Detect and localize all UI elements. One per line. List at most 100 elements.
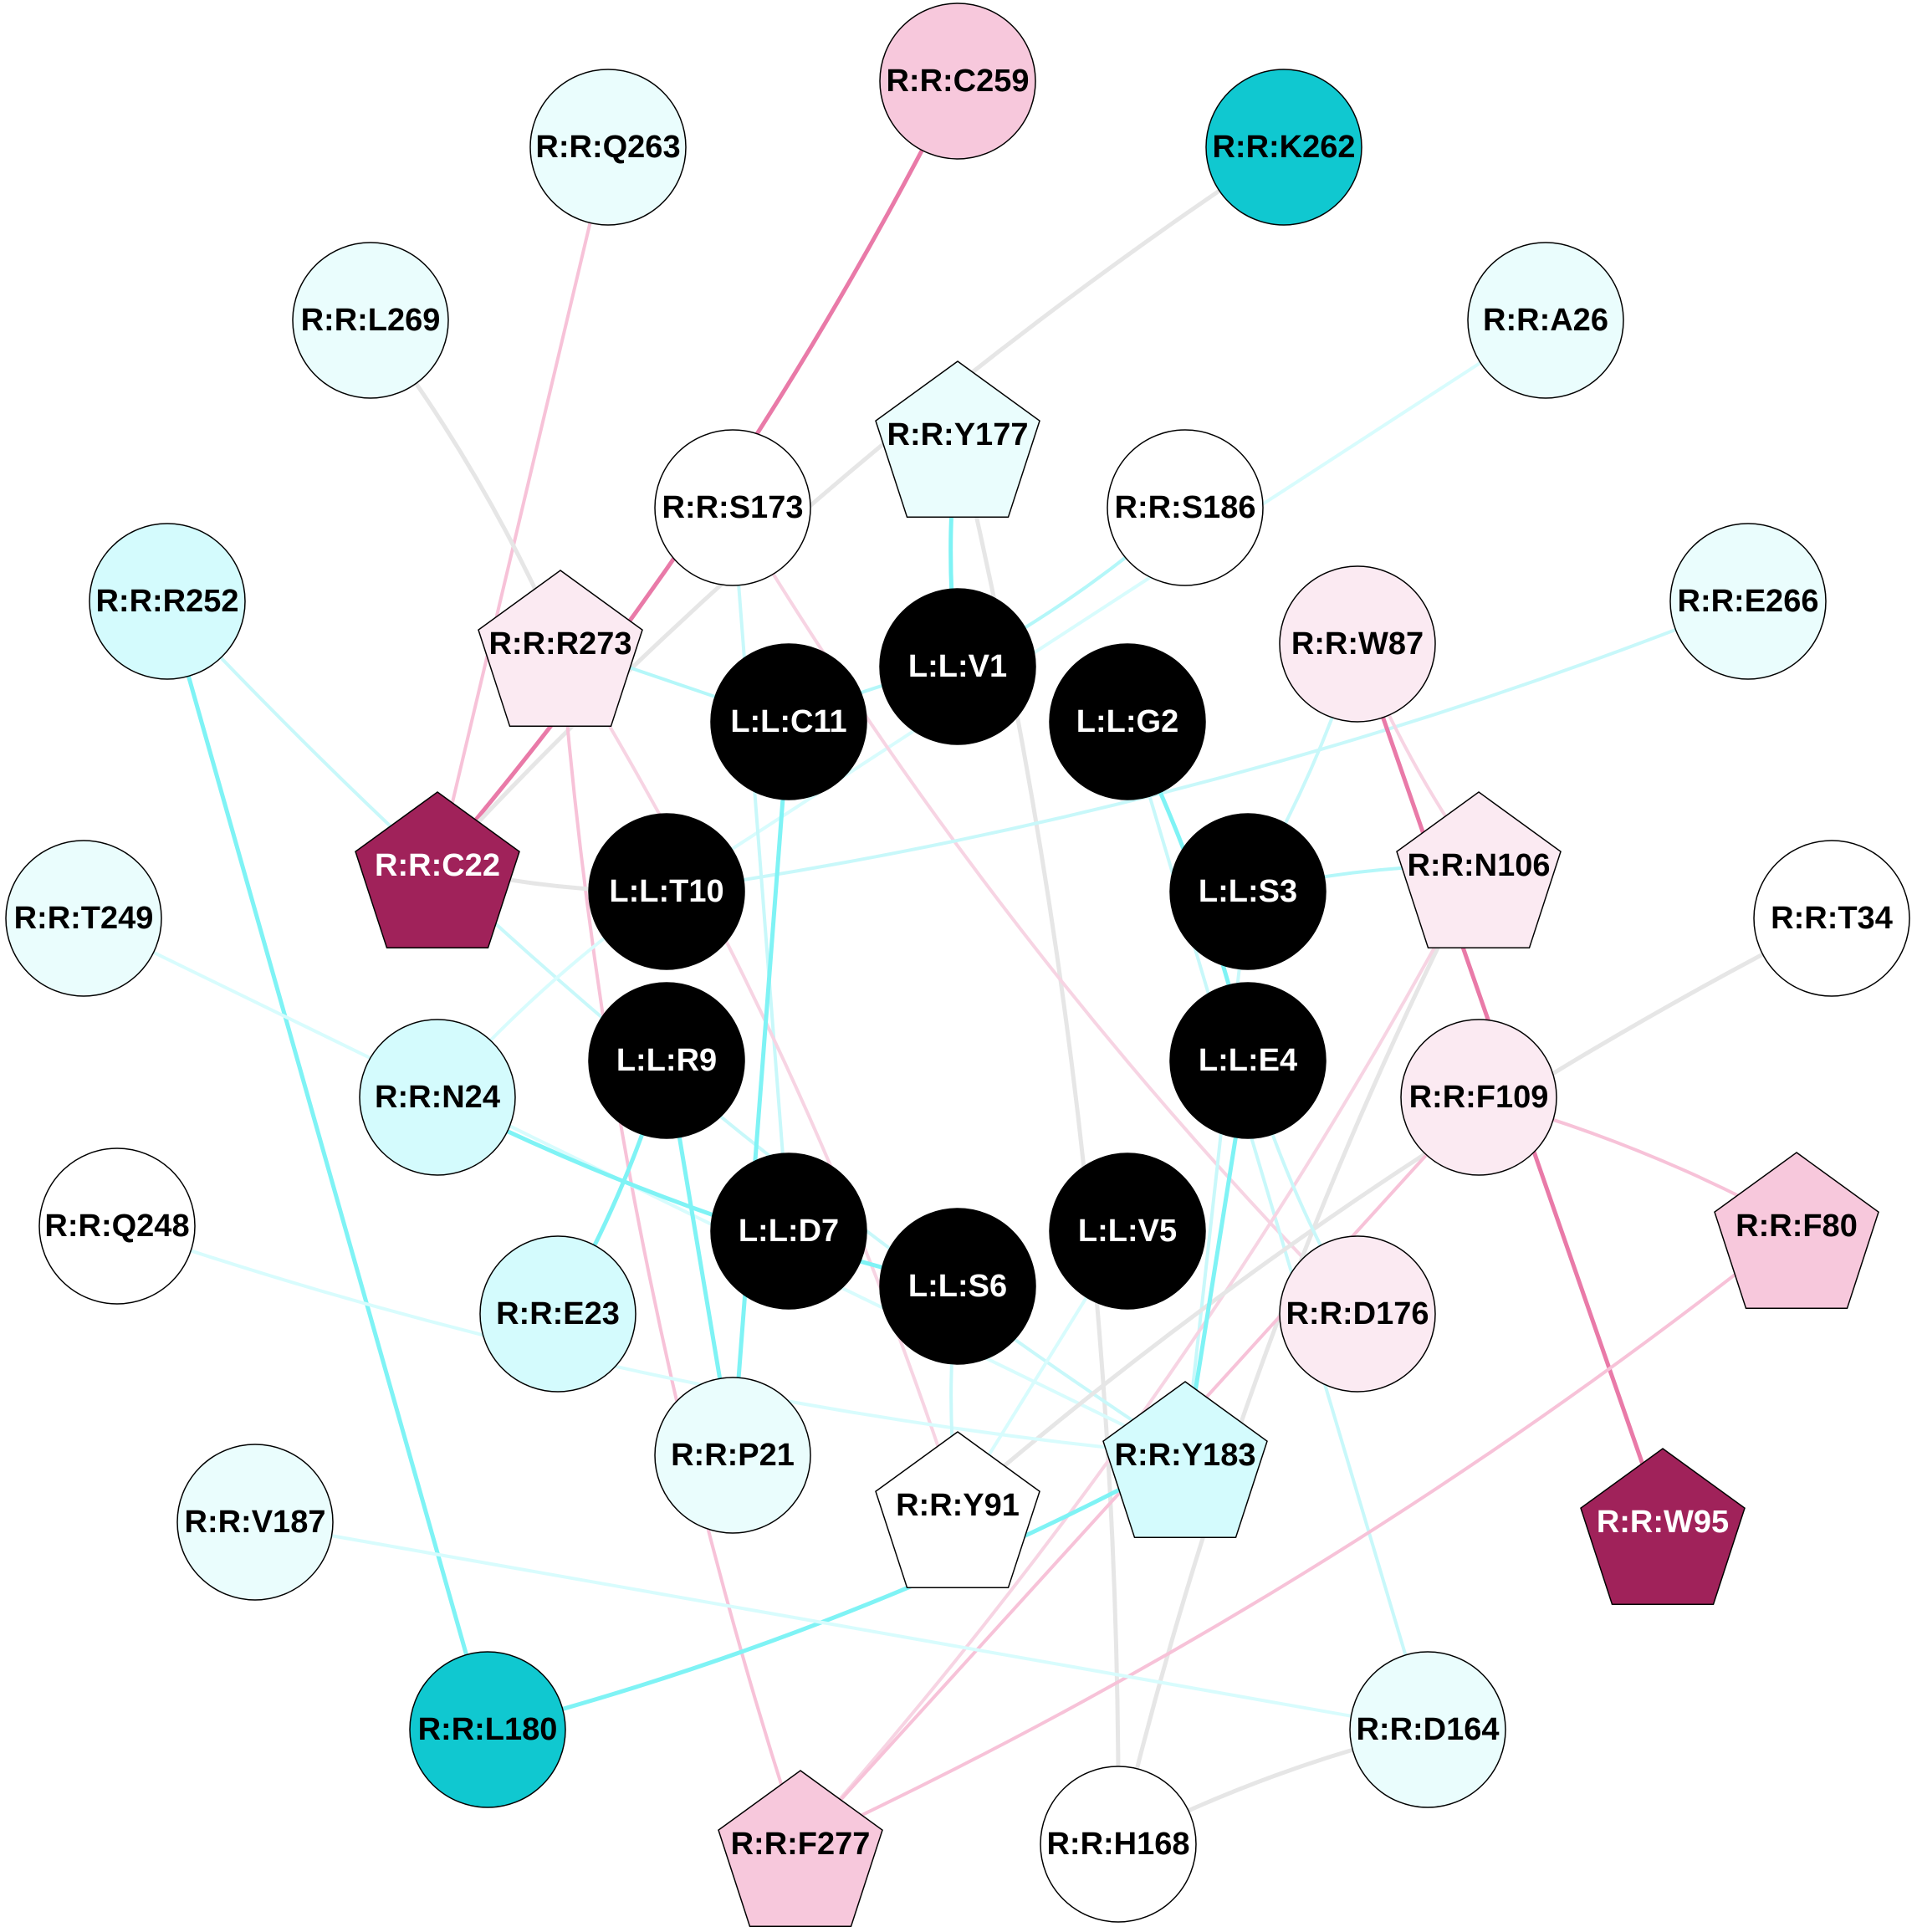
edge-N106-H168 <box>1116 863 1481 1847</box>
node-r252-circle <box>89 523 246 680</box>
node-c22-pentagon <box>355 791 520 949</box>
edge-Q263-C22 <box>436 146 610 867</box>
node-f80-label: R:R:F80 <box>1736 1209 1858 1244</box>
edge-S173-D176 <box>731 506 1359 1316</box>
node-c11: L:L:C11 <box>710 643 867 800</box>
node-g2-circle <box>1049 643 1206 800</box>
node-y177-pentagon <box>875 360 1040 519</box>
node-s186: R:R:S186 <box>1107 429 1264 586</box>
node-s186-circle <box>1107 429 1264 586</box>
node-l269: R:R:L269 <box>292 242 449 399</box>
node-l269-circle <box>292 242 449 399</box>
node-n106-pentagon <box>1396 791 1562 949</box>
node-s3-label: L:L:S3 <box>1199 874 1297 909</box>
node-v5-circle <box>1049 1153 1206 1310</box>
node-f80: R:R:F80 <box>1714 1152 1879 1310</box>
node-l180-label: R:R:L180 <box>418 1712 558 1747</box>
node-y183-pentagon <box>1102 1381 1268 1539</box>
node-t34-label: R:R:T34 <box>1771 901 1893 936</box>
node-q248: R:R:Q248 <box>38 1147 196 1305</box>
node-l269-label: R:R:L269 <box>301 303 441 338</box>
node-d164-circle <box>1349 1651 1506 1808</box>
node-r273: R:R:R273 <box>478 570 643 728</box>
node-k262-label: R:R:K262 <box>1212 130 1355 165</box>
node-s173: R:R:S173 <box>654 429 811 586</box>
node-k262: R:R:K262 <box>1205 69 1362 226</box>
edge-A26-T10 <box>665 319 1547 893</box>
node-w87-label: R:R:W87 <box>1291 626 1424 662</box>
node-r252: R:R:R252 <box>89 523 246 680</box>
node-f277-pentagon <box>718 1770 883 1928</box>
node-q263-circle <box>529 69 687 226</box>
node-g2-label: L:L:G2 <box>1076 704 1178 739</box>
edge-G2-D164 <box>1126 720 1429 1731</box>
node-y91: R:R:Y91 <box>875 1431 1040 1589</box>
edge-R273-F277 <box>559 642 802 1846</box>
node-s173-label: R:R:S173 <box>662 490 804 525</box>
node-s3: L:L:S3 <box>1169 813 1327 970</box>
node-h168-label: R:R:H168 <box>1046 1827 1189 1862</box>
edge-R273-Y91 <box>559 642 959 1507</box>
node-n24: R:R:N24 <box>359 1019 516 1176</box>
node-v187-circle <box>176 1444 334 1601</box>
edge-S3-Y183 <box>1183 890 1250 1457</box>
node-v187: R:R:V187 <box>176 1444 334 1601</box>
edge-C11-P21 <box>730 719 791 1458</box>
node-y183-label: R:R:Y183 <box>1115 1438 1256 1473</box>
node-e266: R:R:E266 <box>1669 523 1827 680</box>
node-w95-pentagon <box>1580 1448 1746 1606</box>
node-v187-label: R:R:V187 <box>185 1505 326 1540</box>
node-c22-label: R:R:C22 <box>375 848 500 883</box>
edge-R252-L180 <box>165 599 490 1732</box>
edge-S173-D7 <box>731 506 790 1233</box>
node-c259-circle <box>879 3 1036 160</box>
node-t10-circle <box>588 813 745 970</box>
node-v5-label: L:L:V5 <box>1078 1214 1177 1249</box>
node-g2: L:L:G2 <box>1049 643 1206 800</box>
node-s6-circle <box>879 1208 1036 1365</box>
node-w95: R:R:W95 <box>1580 1448 1746 1606</box>
node-s186-label: R:R:S186 <box>1115 490 1256 525</box>
node-r273-label: R:R:R273 <box>488 626 631 662</box>
node-d7: L:L:D7 <box>710 1153 867 1310</box>
node-r9: L:L:R9 <box>588 982 745 1139</box>
node-d176-label: R:R:D176 <box>1286 1296 1429 1331</box>
node-s3-circle <box>1169 813 1327 970</box>
node-n24-label: R:R:N24 <box>375 1080 500 1115</box>
node-r273-pentagon <box>478 570 643 728</box>
node-f277: R:R:F277 <box>718 1770 883 1928</box>
node-v1-label: L:L:V1 <box>908 649 1007 684</box>
node-k262-circle <box>1205 69 1362 226</box>
node-f277-label: R:R:F277 <box>731 1827 871 1862</box>
node-y177: R:R:Y177 <box>875 360 1040 519</box>
node-t10-label: L:L:T10 <box>609 874 723 909</box>
node-e4-circle <box>1169 982 1327 1139</box>
node-n106: R:R:N106 <box>1396 791 1562 949</box>
node-s6: L:L:S6 <box>879 1208 1036 1365</box>
node-y91-pentagon <box>875 1431 1040 1589</box>
node-e4: L:L:E4 <box>1169 982 1327 1139</box>
node-e23-circle <box>479 1235 636 1393</box>
node-c11-circle <box>710 643 867 800</box>
node-s173-circle <box>654 429 811 586</box>
node-h168-circle <box>1040 1766 1197 1923</box>
node-t34: R:R:T34 <box>1753 840 1910 997</box>
node-t249-label: R:R:T249 <box>14 901 154 936</box>
node-q263-label: R:R:Q263 <box>535 130 680 165</box>
node-e4-label: L:L:E4 <box>1199 1043 1297 1078</box>
node-y183: R:R:Y183 <box>1102 1381 1268 1539</box>
node-f109-circle <box>1400 1019 1557 1176</box>
node-a26-label: R:R:A26 <box>1483 303 1608 338</box>
node-t249-circle <box>5 840 162 997</box>
node-l180: R:R:L180 <box>409 1651 566 1808</box>
node-p21-circle <box>654 1377 811 1534</box>
node-e23-label: R:R:E23 <box>496 1296 620 1331</box>
node-f109: R:R:F109 <box>1400 1019 1557 1176</box>
node-r9-label: L:L:R9 <box>616 1043 717 1078</box>
node-d164: R:R:D164 <box>1349 1651 1506 1808</box>
node-n24-circle <box>359 1019 516 1176</box>
node-t249: R:R:T249 <box>5 840 162 997</box>
edge-N24-S6 <box>435 1095 960 1289</box>
node-e266-label: R:R:E266 <box>1678 584 1819 619</box>
